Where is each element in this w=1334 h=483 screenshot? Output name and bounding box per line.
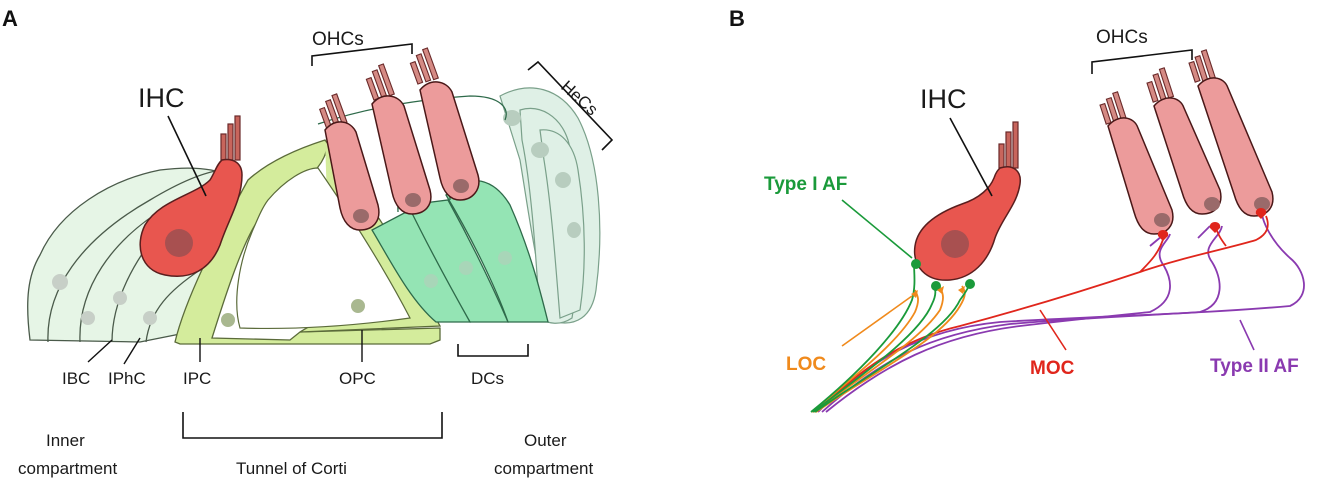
dcs-bracket	[457, 344, 529, 357]
tunnel-bracket	[182, 412, 443, 439]
ohcs-bracket-b	[1091, 49, 1193, 74]
ibc-label: IBC	[62, 369, 90, 388]
panel-b: B	[729, 6, 1305, 413]
loc-label: LOC	[786, 354, 826, 375]
type1-label: Type I AF	[764, 174, 847, 195]
ohcs-label-b: OHCs	[1096, 27, 1148, 48]
loc-fibers	[811, 285, 966, 413]
deiters-cells	[371, 179, 549, 323]
ihc-label-a: IHC	[138, 83, 185, 113]
outer-compartment-line2: compartment	[494, 459, 593, 478]
ihc-pointer-b	[949, 117, 993, 197]
panel-b-letter: B	[729, 6, 745, 31]
type1-pointer	[841, 199, 913, 259]
ohcs-bracket-a	[311, 43, 413, 66]
loc-pointer	[841, 295, 913, 347]
inner-compartment-line2: compartment	[18, 459, 117, 478]
type1-fibers	[810, 263, 971, 413]
ihc-cell-b	[911, 121, 1021, 298]
hensen-cells	[499, 87, 601, 324]
ohcs-label-a: OHCs	[312, 29, 364, 50]
ihc-label-b: IHC	[920, 84, 967, 114]
type2-label: Type II AF	[1210, 356, 1299, 377]
hecs-bracket	[527, 60, 614, 151]
opc-label: OPC	[339, 369, 376, 388]
ohc-cells-b	[1099, 49, 1274, 241]
ihc-cell-a	[139, 115, 243, 277]
moc-label: MOC	[1030, 358, 1075, 379]
ipc-label: IPC	[183, 369, 211, 388]
panel-a-letter: A	[2, 6, 18, 31]
inner-compartment-line1: Inner	[46, 431, 85, 450]
outer-compartment-line1: Outer	[524, 431, 567, 450]
tunnel-of-corti-space	[236, 167, 411, 330]
ohc-cells-a	[318, 47, 480, 231]
type2-pointer	[1239, 319, 1255, 351]
moc-pointer	[1039, 309, 1067, 351]
dcs-label: DCs	[471, 369, 504, 388]
ihc-pointer-a	[167, 115, 207, 197]
panel-a: A	[2, 6, 614, 478]
tunnel-label: Tunnel of Corti	[236, 459, 347, 478]
iphc-label: IPhC	[108, 369, 146, 388]
